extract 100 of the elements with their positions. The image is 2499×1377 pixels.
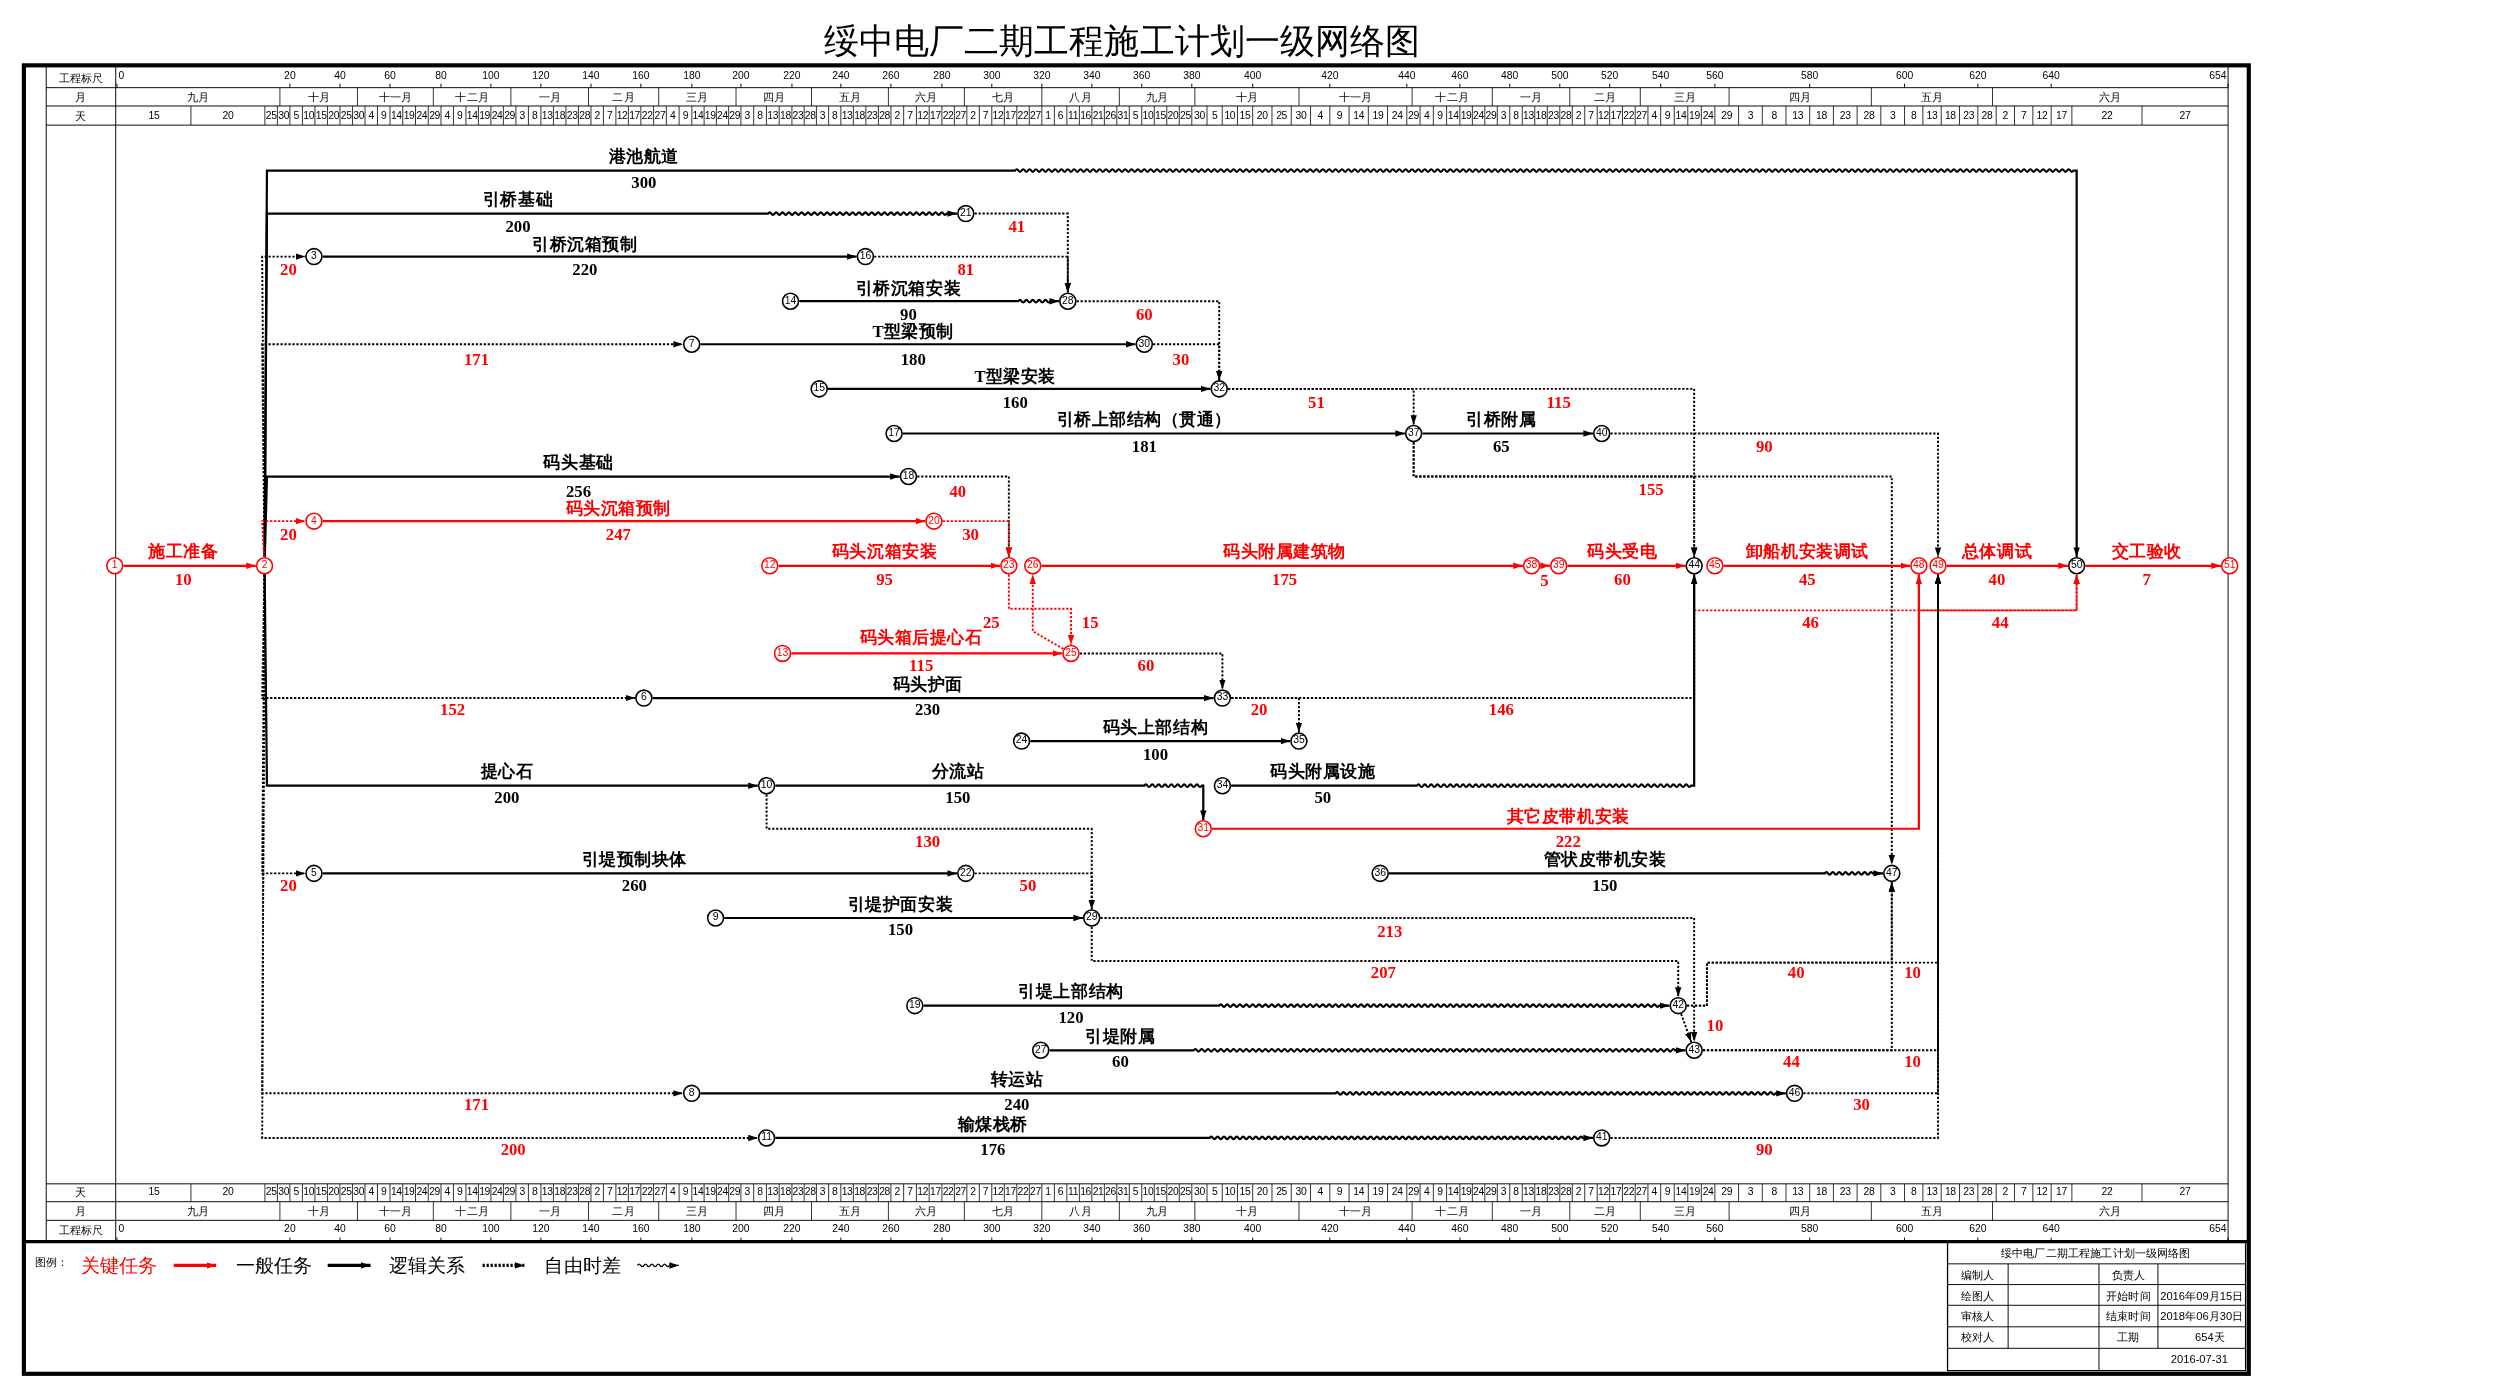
day-label: 4 <box>368 1187 374 1198</box>
day-label: 9 <box>456 1187 463 1198</box>
activity-arrow <box>791 650 1063 657</box>
event-circle: 50 <box>2067 557 2086 575</box>
day-label: 25 <box>265 110 277 121</box>
day-label: 15 <box>315 1187 327 1198</box>
day-label: 12 <box>1598 1187 1609 1198</box>
edge-label: 引堤护面安装 <box>847 896 954 914</box>
event-circle: 19 <box>906 996 924 1015</box>
day-label: 27 <box>955 1187 967 1198</box>
dependency-arrow <box>1078 652 1226 691</box>
edge-label: 30 <box>962 527 979 544</box>
month-label: 十一月 <box>378 91 413 103</box>
month-label: 五月 <box>838 91 862 103</box>
day-label: 13 <box>1792 1187 1804 1198</box>
day-label: 8 <box>1513 1187 1519 1198</box>
day-label: 23 <box>1963 1187 1975 1198</box>
day-label: 18 <box>1535 110 1547 121</box>
month-label: 六月 <box>915 1205 938 1217</box>
diagram-title: 绥中电厂二期工程施工计划一级网络图 <box>823 23 1421 59</box>
month-label: 八月 <box>1069 91 1092 103</box>
scale-tick-label: 60 <box>384 1224 396 1235</box>
day-label: 30 <box>1193 110 1205 121</box>
duration-label: 60 <box>1112 1054 1129 1072</box>
day-label: 29 <box>1408 110 1419 121</box>
month-label: 三月 <box>1673 1205 1696 1217</box>
day-label: 25 <box>340 110 352 121</box>
legend-heading: 图例： <box>35 1256 69 1268</box>
dependency-arrow <box>973 872 1095 911</box>
scale-tick-label: 420 <box>1321 70 1339 81</box>
event-circle: 30 <box>1135 335 1154 353</box>
day-label: 3 <box>1500 110 1507 121</box>
day-label: 12 <box>992 1187 1004 1198</box>
day-label: 3 <box>819 110 826 121</box>
day-label: 3 <box>1747 110 1754 121</box>
day-label: 9 <box>1664 1187 1671 1198</box>
month-label: 三月 <box>686 91 709 103</box>
scale-tick-label: 260 <box>882 70 900 81</box>
edge-label: 10 <box>1706 1018 1724 1035</box>
event-circle: 21 <box>957 204 975 223</box>
day-label: 9 <box>1336 1187 1343 1198</box>
day-label: 7 <box>907 110 913 121</box>
edge-label: 港池航道 <box>608 149 679 167</box>
duration-label: 175 <box>1272 571 1298 589</box>
day-label: 27 <box>1030 1187 1041 1198</box>
day-label: 24 <box>416 110 428 121</box>
scale-tick-label: 420 <box>1321 1224 1339 1235</box>
day-label: 8 <box>531 1187 538 1198</box>
duration-label: 222 <box>1555 834 1581 851</box>
day-label: 24 <box>1702 110 1714 121</box>
day-label: 25 <box>340 1187 352 1198</box>
day-label: 10 <box>303 1187 315 1198</box>
event-circle: 33 <box>1213 689 1232 707</box>
edge-label: 码头受电 <box>1587 544 1658 562</box>
day-label: 2 <box>1575 1187 1582 1198</box>
scale-tick-label: 200 <box>732 70 750 81</box>
day-label: 19 <box>403 1187 415 1198</box>
edge-label: 44 <box>1783 1054 1800 1072</box>
day-label: 24 <box>1702 1187 1714 1198</box>
month-label: 十一月 <box>1338 1205 1373 1217</box>
day-label: 3 <box>1889 1187 1896 1198</box>
event-circle: 7 <box>682 335 701 353</box>
event-circle: 25 <box>1062 644 1080 663</box>
day-label: 7 <box>2020 110 2027 121</box>
edge-label: 输煤栈桥 <box>957 1116 1028 1134</box>
day-label: 8 <box>1771 1187 1777 1198</box>
scale-tick-label: 620 <box>1969 70 1987 81</box>
duration-label: 10 <box>174 571 192 589</box>
edge-label: 卸船机安装调试 <box>1745 544 1869 562</box>
day-label: 15 <box>1155 110 1166 121</box>
activity-arrow <box>263 473 900 558</box>
day-label: 25 <box>265 1187 277 1198</box>
day-label: 20 <box>1256 110 1268 121</box>
scale-tick-label: 300 <box>983 70 1001 81</box>
row-header: 天 <box>75 1187 87 1199</box>
event-circle: 29 <box>1082 909 1101 927</box>
duration-label: 160 <box>1002 394 1028 412</box>
day-label: 4 <box>1424 1187 1430 1198</box>
month-label: 六月 <box>2099 91 2122 103</box>
dependency-arrow <box>1090 925 1682 998</box>
edge-label: 171 <box>464 351 490 369</box>
month-label: 五月 <box>1920 1205 1944 1217</box>
edge-label: 51 <box>1308 394 1325 412</box>
day-label: 29 <box>1485 1187 1497 1198</box>
day-label: 21 <box>1092 110 1104 121</box>
edge-label: 10 <box>1904 1054 1921 1072</box>
day-label: 23 <box>1839 110 1851 121</box>
edge-label: 码头基础 <box>543 455 614 473</box>
day-label: 25 <box>1276 1187 1288 1198</box>
day-label: 15 <box>1155 1187 1166 1198</box>
day-label: 19 <box>479 110 491 121</box>
event-circle: 41 <box>1592 1129 1611 1147</box>
day-label: 10 <box>1142 110 1154 121</box>
day-label: 17 <box>1610 1187 1622 1198</box>
day-label: 23 <box>866 1187 878 1198</box>
day-label: 1 <box>1045 110 1051 121</box>
day-label: 8 <box>757 1187 763 1198</box>
day-label: 7 <box>1588 110 1594 121</box>
day-label: 25 <box>1276 110 1288 121</box>
edge-label: 引堤上部结构 <box>1018 984 1124 1002</box>
